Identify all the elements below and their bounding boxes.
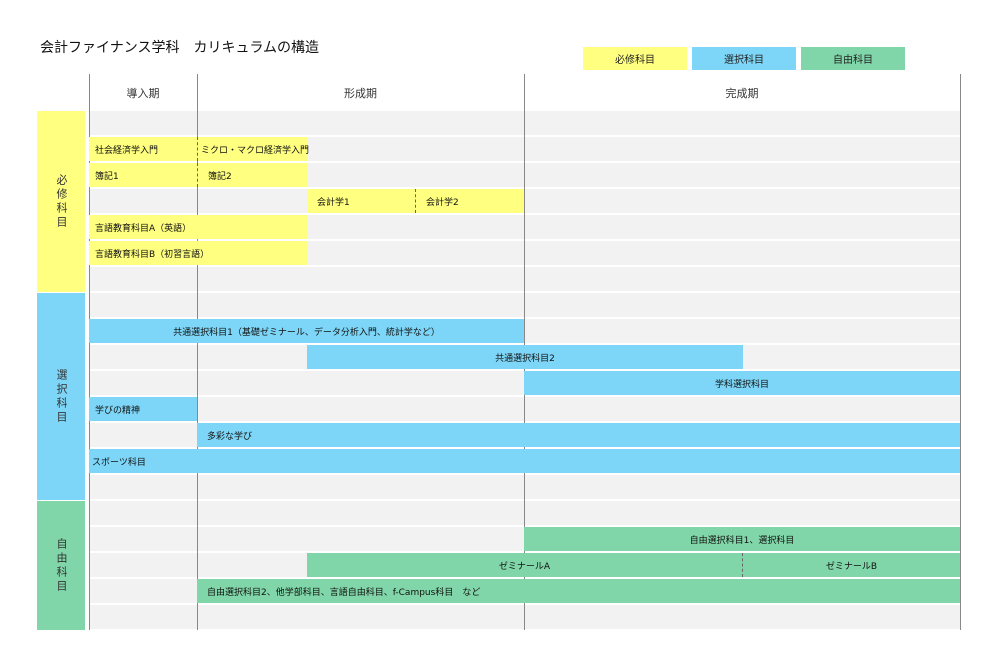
course-bar: 会計学2 [415,189,524,213]
course-bar: 学科選択科目 [524,371,960,395]
category-required: 必修科目 [37,111,85,292]
course-bar: 簿記1 [89,163,197,187]
category-free: 自由科目 [37,501,85,630]
page-title: 会計ファイナンス学科 カリキュラムの構造 [40,40,320,56]
course-bar: 言語教育科目A（英語） [89,215,307,239]
course-bar: 多彩な学び [197,423,960,447]
legend-free: 自由科目 [801,47,905,70]
course-bar: ゼミナールA [307,553,742,577]
legend-required: 必修科目 [583,47,687,70]
course-bar: ミクロ・マクロ経済学入門 [197,137,309,161]
divider [197,74,198,630]
period-intro: 導入期 [126,86,160,100]
course-bar: 社会経済学入門 [89,137,197,161]
divider [89,74,90,630]
course-bar: 学びの精神 [89,397,197,421]
course-bar: 会計学1 [307,189,415,213]
course-bar: 簿記2 [197,163,307,187]
course-bar: 自由選択科目2、他学部科目、言語自由科目、f-Campus科目 など [197,579,960,603]
course-bar: スポーツ科目 [89,449,960,473]
course-bar: 共通選択科目1（基礎ゼミナール、データ分析入門、統計学など） [89,319,524,343]
period-completion: 完成期 [725,86,759,100]
divider [960,74,961,630]
category-elective: 選択科目 [37,293,85,500]
course-bar: 言語教育科目B（初習言語） [89,241,307,265]
course-bar: 共通選択科目2 [307,345,743,369]
period-formation: 形成期 [344,86,377,100]
course-bar: 自由選択科目1、選択科目 [524,527,960,551]
legend-elective: 選択科目 [692,47,796,70]
course-bar: ゼミナールB [742,553,960,577]
